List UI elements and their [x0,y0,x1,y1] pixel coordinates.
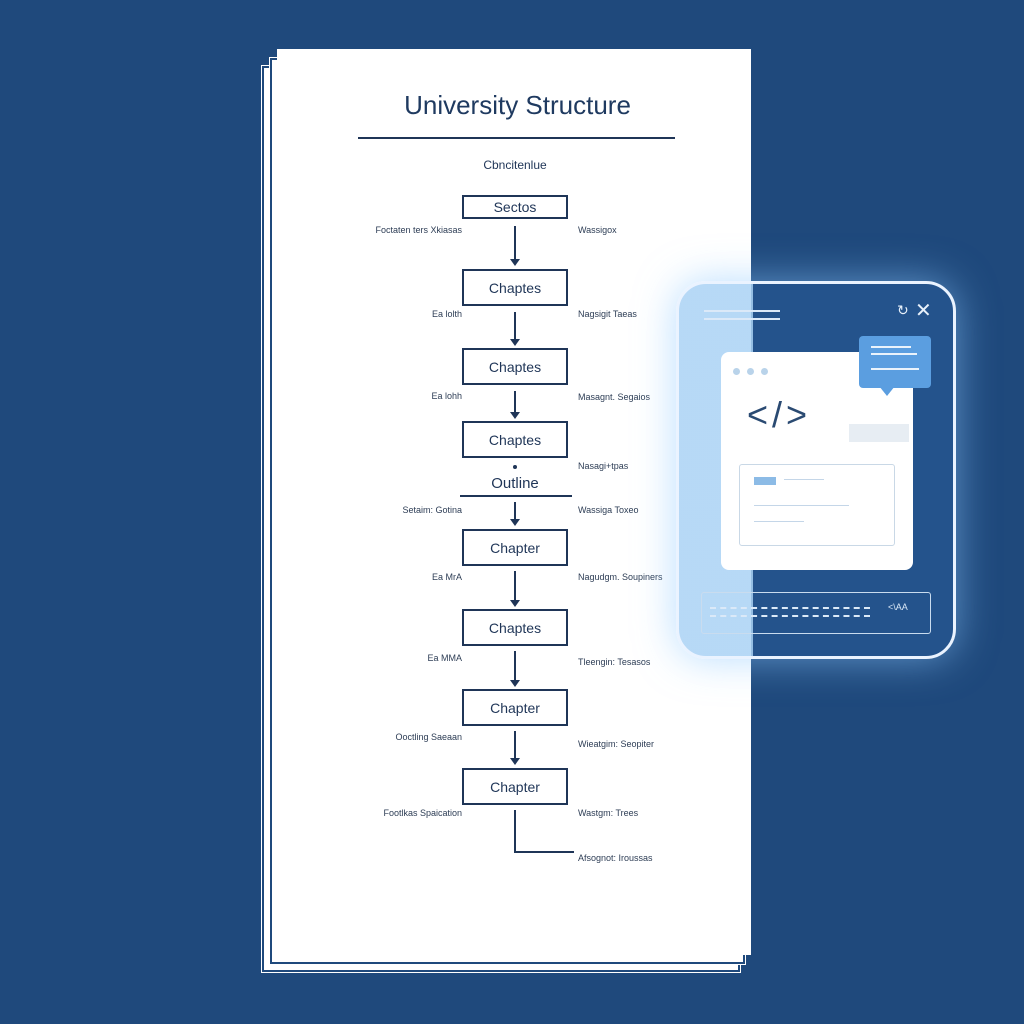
footer-code-text: <\AA [888,602,908,612]
arrow [510,571,520,607]
panel-header-line [704,310,780,312]
outline-divider [460,495,572,497]
node-chapter: Chaptes [462,348,568,385]
right-label: Wassiga Toxeo [578,505,639,515]
node-chapter: Chaptes [462,421,568,458]
refresh-icon[interactable]: ↻ [897,302,909,318]
chat-bubble-icon [859,336,931,396]
arrow [510,731,520,765]
page-title: University Structure [404,90,631,120]
dot-marker [513,465,517,469]
left-label: Ea lolth [431,309,462,319]
arrow [510,391,520,419]
side-note [849,424,909,442]
left-label: Ea lohh [431,391,462,401]
right-label: Masagnt. Segaios [578,392,651,402]
arrow [510,651,520,687]
right-label: Nagsigit Taeas [578,309,637,319]
right-label: Nasagi+tpas [578,461,629,471]
left-label: Ea MrA [431,572,462,582]
right-label: Tleengin: Tesasos [578,657,651,667]
code-input-bar[interactable]: <\AA [701,592,931,634]
node-chapter: Chapter [462,768,568,805]
right-label: Wassigox [578,225,617,235]
left-label: Ooctling Saeaan [395,732,462,742]
panel-header-line [704,318,780,320]
connector-line [514,810,574,853]
right-label: Afsognot: Iroussas [578,853,653,863]
right-label: Nagudgm. Soupiners [578,572,663,582]
code-assistant-panel: ↻ ✕ </> <\AA [676,281,956,659]
right-label: Wieatgim: Seopiter [578,739,655,749]
code-symbol-icon: </> [747,394,812,435]
left-label: Setaim: Gotina [402,505,462,515]
node-sectos: Sectos [462,195,568,219]
content-card [739,464,895,546]
left-label: Ea MMA [427,653,462,663]
title-divider [358,137,675,139]
arrow [510,312,520,346]
node-chapter: Chaptes [462,609,568,646]
code-window: </> [721,352,913,570]
close-icon[interactable]: ✕ [915,300,932,322]
arrow [510,226,520,266]
right-label: Wastgm: Trees [578,808,639,818]
node-chapter: Chapter [462,529,568,566]
left-label: Foctaten ters Xkiasas [375,225,462,235]
left-label: Footlkas Spaication [383,808,462,818]
diagram-subtitle: Cbncitenlue [483,158,547,172]
arrow [510,502,520,526]
node-chapter: Chapter [462,689,568,726]
node-chapter: Chaptes [462,269,568,306]
node-outline: Outline [491,475,539,492]
window-dots [733,368,768,375]
